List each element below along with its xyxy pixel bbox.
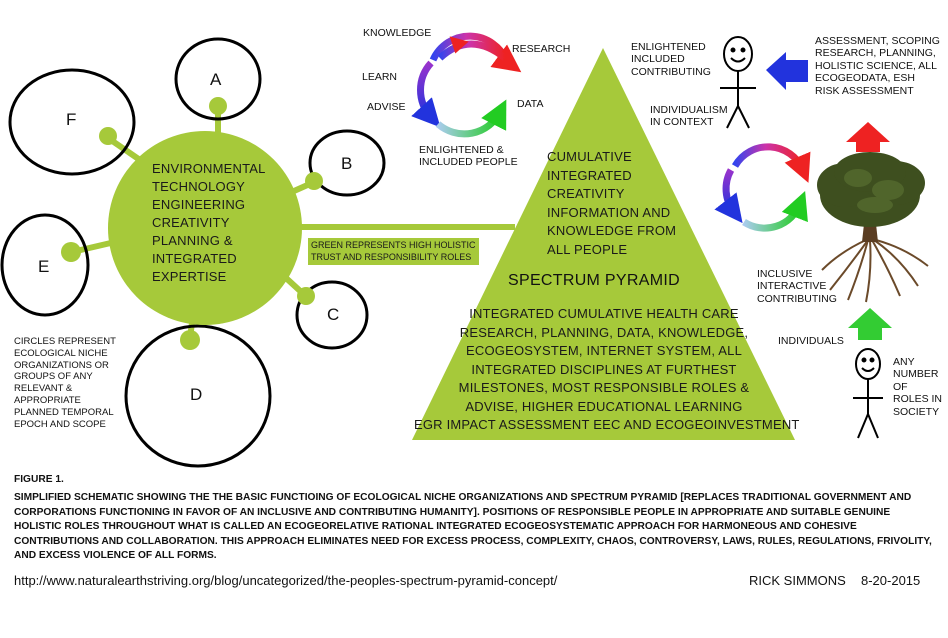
stick-figure-bottom	[853, 348, 883, 439]
niche-circle-f	[8, 68, 136, 176]
cycle-label-advise: ADVISE	[367, 101, 406, 113]
niche-label-c: C	[327, 305, 340, 324]
green-up-arrow-icon	[848, 308, 892, 340]
niche-circle-c	[295, 280, 369, 350]
stick-figure-top	[720, 36, 756, 129]
niche-label-f: F	[66, 110, 77, 129]
red-up-arrow-icon	[846, 122, 890, 152]
circles-note: CIRCLES REPRESENT ECOLOGICAL NICHE ORGAN…	[14, 336, 116, 430]
pyramid-lower-text: INTEGRATED CUMULATIVE HEALTH CARE RESEAR…	[414, 306, 800, 432]
spectrum-pyramid	[412, 48, 795, 440]
cycle-label-data: DATA	[517, 98, 544, 110]
pyramid-upper-text: CUMULATIVE INTEGRATED CREATIVITY INFORMA…	[547, 149, 677, 257]
cycle-label-knowledge: KNOWLEDGE	[363, 27, 432, 39]
green-note: GREEN REPRESENTS HIGH HOLISTIC TRUST AND…	[308, 238, 479, 265]
assessment-label: ASSESSMENT, SCOPING RESEARCH, PLANNING, …	[815, 35, 940, 97]
hub-text: ENVIRONMENTAL TECHNOLOGY ENGINEERING CRE…	[152, 161, 266, 284]
cycle-top-arrows	[437, 36, 508, 61]
hub-pyramid-connector	[300, 224, 515, 230]
blue-arrow-icon	[766, 52, 808, 90]
inclusive-label: INCLUSIVE INTERACTIVE CONTRIBUTING	[757, 268, 837, 305]
niche-label-e: E	[38, 257, 50, 276]
source-url[interactable]: http://www.naturalearthstriving.org/blog…	[14, 573, 558, 588]
tree-illustration	[817, 152, 929, 303]
any-number-label: ANY NUMBER OF ROLES IN SOCIETY	[893, 356, 943, 418]
individuals-label: INDIVIDUALS	[778, 335, 844, 347]
niche-circle-d	[124, 324, 272, 468]
cycle-right	[714, 143, 811, 232]
niche-circle-a	[174, 37, 262, 121]
author-name: RICK SIMMONS	[749, 573, 846, 588]
niche-label-a: A	[210, 70, 222, 89]
cycle-top	[411, 32, 522, 138]
cycle-label-research: RESEARCH	[512, 43, 571, 55]
figure-label: FIGURE 1.	[14, 474, 64, 485]
cycle-label-learn: LEARN	[362, 71, 398, 83]
niche-label-d: D	[190, 385, 203, 404]
pyramid-title: SPECTRUM PYRAMID	[508, 272, 680, 289]
hub-circle	[108, 131, 302, 325]
enlightened-label: ENLIGHTENED INCLUDED CONTRIBUTING	[631, 41, 711, 78]
spoke-dots	[61, 97, 323, 350]
author-date: 8-20-2015	[861, 573, 921, 588]
niche-label-b: B	[341, 154, 353, 173]
individualism-label: INDIVIDUALISM IN CONTEXT	[650, 104, 728, 129]
cycle-label-people: ENLIGHTENED & INCLUDED PEOPLE	[419, 144, 518, 169]
niche-circle-b	[308, 129, 386, 197]
niche-circle-e	[0, 213, 90, 317]
figure-caption: SIMPLIFIED SCHEMATIC SHOWING THE THE BAS…	[14, 492, 932, 561]
